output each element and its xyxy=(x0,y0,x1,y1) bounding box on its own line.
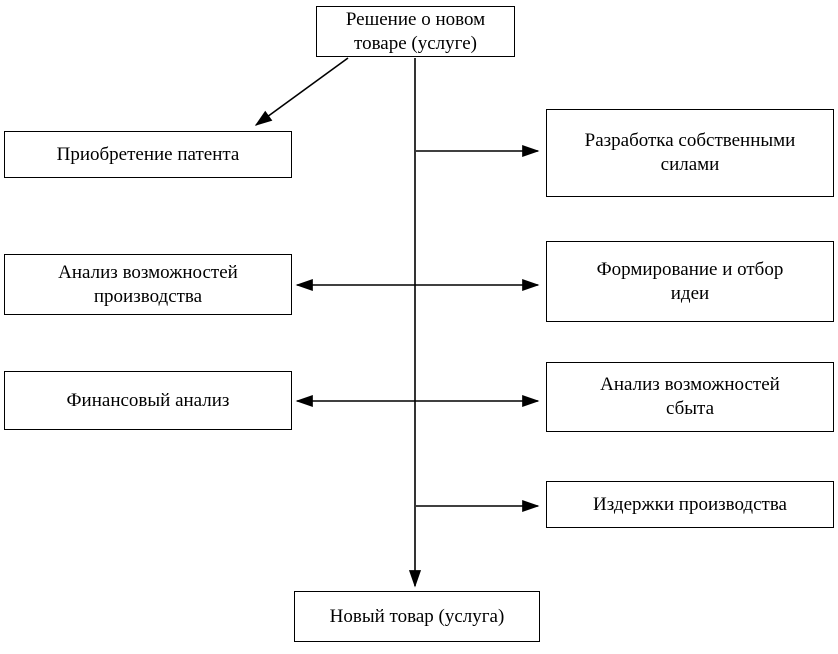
node-financial-analysis: Финансовый анализ xyxy=(4,371,292,430)
node-sales-analysis: Анализ возможностей сбыта xyxy=(546,362,834,432)
node-new-product: Новый товар (услуга) xyxy=(294,591,540,642)
node-sales-analysis-label: Анализ возможностей сбыта xyxy=(600,374,780,419)
node-production-analysis-label: Анализ возможностей производства xyxy=(58,261,238,307)
node-own-development: Разработка собственными силами xyxy=(546,109,834,197)
node-patent: Приобретение патента xyxy=(4,131,292,178)
node-decision-label: Решение о новом товаре (услуге) xyxy=(345,8,486,54)
node-idea-selection: Формирование и отбор идеи xyxy=(546,241,834,322)
node-own-development-label: Разработка собственными силами xyxy=(584,130,796,175)
node-financial-analysis-label: Финансовый анализ xyxy=(66,389,230,411)
node-production-costs-label: Издержки производства xyxy=(593,493,787,515)
node-patent-label: Приобретение патента xyxy=(56,143,240,165)
arrow-decision-to-patent xyxy=(254,57,349,126)
node-idea-selection-label: Формирование и отбор идеи xyxy=(596,258,784,304)
node-decision: Решение о новом товаре (услуге) xyxy=(316,6,515,57)
node-production-analysis: Анализ возможностей производства xyxy=(4,254,292,315)
node-production-costs: Издержки производства xyxy=(546,481,834,528)
node-new-product-label: Новый товар (услуга) xyxy=(329,605,505,627)
